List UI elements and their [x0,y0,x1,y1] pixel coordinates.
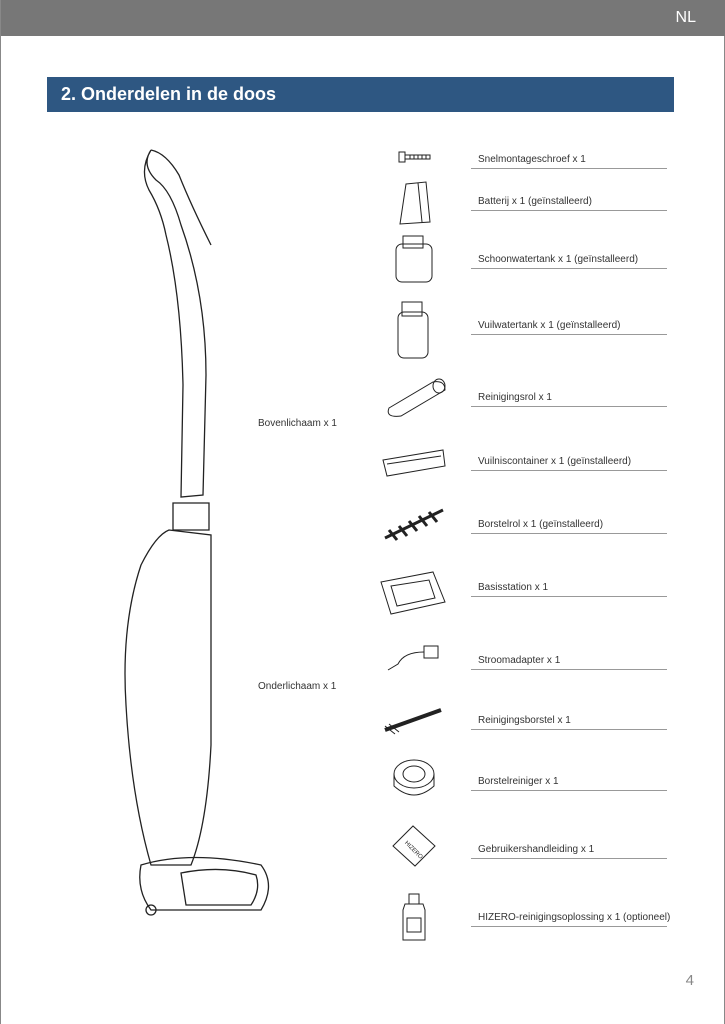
item-label: Reinigingsrol x 1 [478,392,552,403]
parts-list-item: Reinigingsborstel x 1 [471,715,667,730]
item-label: Borstelreiniger x 1 [478,776,559,787]
clean-water-tank-icon [395,235,433,283]
parts-list-item: Vuilwatertank x 1 (geïnstalleerd) [471,320,667,335]
parts-list-item: Basisstation x 1 [471,582,667,597]
parts-list-item: Borstelreiniger x 1 [471,776,667,791]
parts-list-item: Borstelrol x 1 (geïnstalleerd) [471,519,667,534]
section-title: 2. Onderdelen in de doos [61,84,277,104]
brush-roll-icon [384,508,444,541]
parts-list-item: Schoonwatertank x 1 (geïnstalleerd) [471,254,667,269]
lower-body-label: Onderlichaam x 1 [258,681,337,692]
parts-list-item: Vuilniscontainer x 1 (geïnstalleerd) [471,456,667,471]
item-label: Schoonwatertank x 1 (geïnstalleerd) [478,254,639,265]
section-header: 2. Onderdelen in de doos [47,77,674,112]
parts-list-item: Snelmontageschroef x 1 [471,154,667,169]
item-label: Vuilwatertank x 1 (geïnstalleerd) [478,320,621,331]
power-adapter-icon [387,645,439,671]
vacuum-illustration [124,149,270,916]
cleaning-brush-icon [384,708,442,735]
item-label: Basisstation x 1 [478,582,549,593]
debris-container-icon [382,449,446,477]
parts-list-item: Reinigingsrol x 1 [471,392,667,407]
item-label: Stroomadapter x 1 [478,655,561,666]
item-label: Borstelrol x 1 (geïnstalleerd) [478,519,604,530]
base-station-icon [380,571,446,615]
item-label: HIZERO-reinigingsoplossing x 1 (optionee… [478,912,671,923]
parts-list-item: HIZERO-reinigingsoplossing x 1 (optionee… [471,912,671,927]
screw-icon [398,151,431,163]
page-number: 4 [685,972,694,989]
user-manual-icon: HIZERO [392,825,436,867]
item-label: Vuilniscontainer x 1 (geïnstalleerd) [478,456,632,467]
dirty-water-tank-icon [397,301,429,359]
parts-list-item: Gebruikershandleiding x 1 [471,844,667,859]
parts-list-item: Batterij x 1 (geïnstalleerd) [471,196,667,211]
parts-list-item: Stroomadapter x 1 [471,655,667,670]
brush-cleaner-icon [393,759,435,796]
item-label: Snelmontageschroef x 1 [478,154,586,165]
cleaning-roller-icon [387,378,446,417]
top-bar: NL [1,0,725,36]
upper-body-label: Bovenlichaam x 1 [258,418,337,429]
item-label: Gebruikershandleiding x 1 [478,844,595,855]
cleaning-solution-icon [402,893,426,941]
item-label: Batterij x 1 (geïnstalleerd) [478,196,592,207]
item-label: Reinigingsborstel x 1 [478,715,571,726]
language-label: NL [675,9,696,26]
battery-icon [399,181,431,225]
